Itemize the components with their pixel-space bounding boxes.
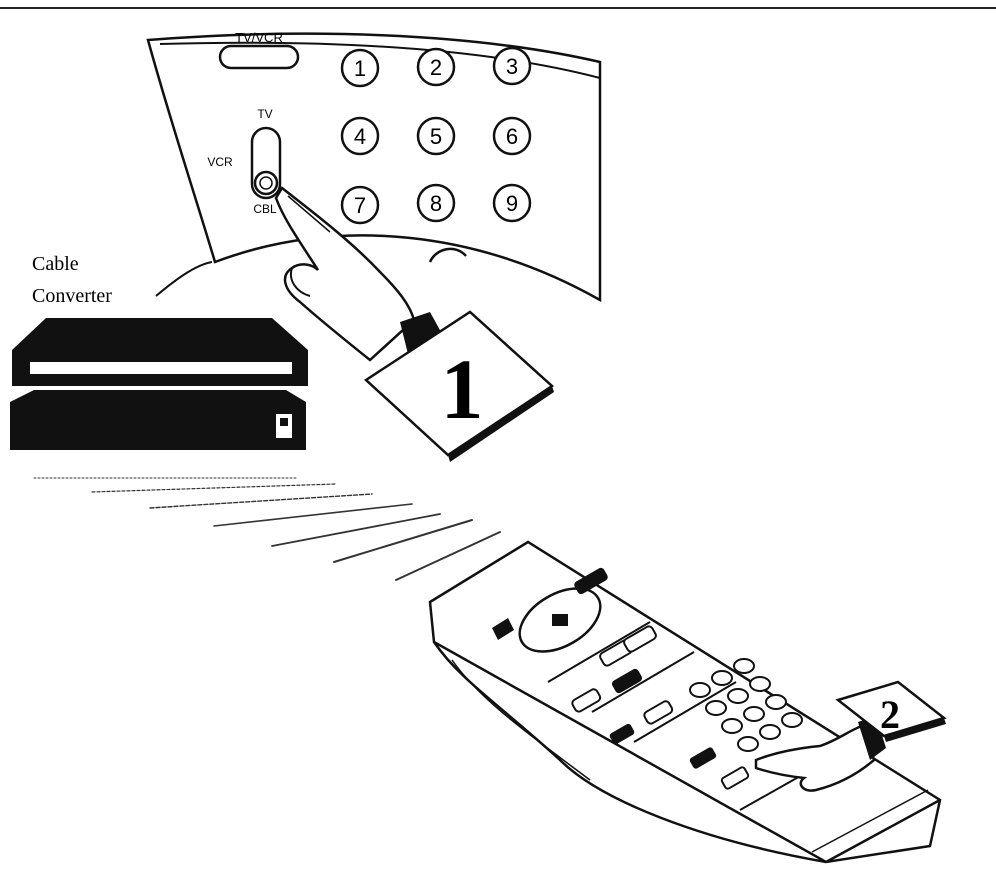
converter-lower-top <box>10 390 306 402</box>
converter-lower-body <box>10 402 306 450</box>
ir-line-5 <box>272 514 440 546</box>
remote-key[interactable] <box>738 737 758 751</box>
remote-key[interactable] <box>766 695 786 709</box>
switch-label-vcr: VCR <box>207 155 233 169</box>
key-8-label: 8 <box>430 191 442 216</box>
key-3-label: 3 <box>506 54 518 79</box>
remote-key[interactable] <box>690 683 710 697</box>
tv-vcr-button[interactable] <box>220 46 298 68</box>
converter-top-surface <box>12 318 308 350</box>
ir-line-3 <box>150 494 372 508</box>
tv-vcr-label: TV/VCR <box>235 30 283 45</box>
converter-display-slot <box>30 362 292 374</box>
remote-key[interactable] <box>782 713 802 727</box>
key-5-label: 5 <box>430 124 442 149</box>
key-9-label: 9 <box>506 191 518 216</box>
switch-label-cbl: CBL <box>253 202 277 216</box>
step1-number: 1 <box>441 341 484 437</box>
remote-key[interactable] <box>728 689 748 703</box>
converter-power-switch-inner <box>280 418 288 426</box>
remote-key[interactable] <box>744 707 764 721</box>
switch-label-tv: TV <box>257 107 272 121</box>
remote-key[interactable] <box>722 719 742 733</box>
ir-line-4 <box>214 504 412 526</box>
remote-closeup: TV/VCR TV VCR CBL 1 2 3 4 5 6 7 8 9 <box>148 30 600 300</box>
remote-key[interactable] <box>760 725 780 739</box>
remote-key[interactable] <box>750 677 770 691</box>
cable-converter-box <box>10 318 308 450</box>
remote-key[interactable] <box>734 659 754 673</box>
ir-line-2 <box>92 484 336 492</box>
remote-center-button[interactable] <box>552 614 568 626</box>
key-6-label: 6 <box>506 124 518 149</box>
step2-number: 2 <box>880 692 900 737</box>
key-4-label: 4 <box>354 124 366 149</box>
cable-converter-label: Cable Converter <box>32 253 212 307</box>
key-2-label: 2 <box>430 55 442 80</box>
cable-label-line2: Converter <box>32 285 112 307</box>
ir-signal-lines <box>34 478 500 580</box>
ir-line-6 <box>334 520 472 562</box>
key-7-label: 7 <box>354 193 366 218</box>
key-1-label: 1 <box>354 56 366 81</box>
cable-label-line1: Cable <box>32 253 79 275</box>
cable-label-leader <box>156 262 212 296</box>
mode-switch-knob[interactable] <box>255 172 277 194</box>
key-0-partial <box>430 249 466 262</box>
remote-key[interactable] <box>706 701 726 715</box>
remote-key[interactable] <box>712 671 732 685</box>
